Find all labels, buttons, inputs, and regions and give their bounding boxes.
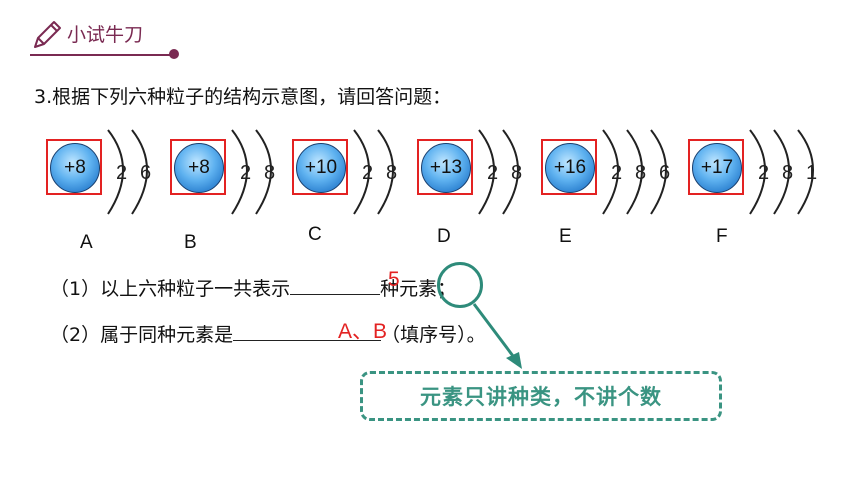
question-1-answer: 5 [388, 268, 400, 291]
question-2-suffix: （填序号）。 [381, 324, 486, 346]
nucleus: +10 [296, 143, 346, 193]
shell-arc [255, 129, 272, 215]
electron-count: 6 [140, 162, 152, 184]
atom-label: E [559, 226, 572, 247]
nucleus-highlight-box [170, 139, 226, 195]
question-2: （2）属于同种元素是 （填序号）。 [50, 320, 486, 347]
electron-shells [478, 129, 519, 215]
pencil-icon [34, 21, 61, 48]
nucleus: +16 [545, 143, 595, 193]
electron-count: 2 [487, 162, 499, 184]
shell-arc [626, 129, 643, 215]
question-text: 3.根据下列六种粒子的结构示意图，请回答问题： [34, 86, 452, 108]
question-2-prefix: （2）属于同种元素是 [50, 324, 234, 346]
shell-arc [231, 129, 248, 215]
nucleus: +13 [421, 143, 471, 193]
shell-arc [797, 129, 814, 215]
electron-count: 1 [806, 162, 818, 184]
electron-shells [231, 129, 272, 215]
header-title: 小试牛刀 [67, 24, 144, 46]
section-header: 小试牛刀 [30, 16, 180, 59]
nucleus: +8 [50, 143, 100, 193]
shell-arc [773, 129, 790, 215]
shell-arc [650, 129, 667, 215]
nucleus: +8 [174, 143, 224, 193]
shell-arc [107, 129, 124, 215]
electron-shells [353, 129, 394, 215]
question-2-blank[interactable] [233, 320, 382, 341]
electron-count: 8 [264, 162, 276, 184]
note-box: 元素只讲种类，不讲个数 [360, 371, 722, 421]
atom-label: D [437, 226, 451, 247]
shell-arc [749, 129, 766, 215]
shell-arc [502, 129, 519, 215]
nucleus-highlight-box [292, 139, 348, 195]
electron-count: 2 [611, 162, 623, 184]
electron-count: 8 [782, 162, 794, 184]
electron-count: 2 [116, 162, 128, 184]
electron-count: 8 [635, 162, 647, 184]
electron-count: 2 [240, 162, 252, 184]
electron-shells [107, 129, 148, 215]
electron-count: 8 [386, 162, 398, 184]
header-underline [30, 54, 172, 56]
electron-count: 8 [511, 162, 523, 184]
nucleus-highlight-box [417, 139, 473, 195]
shell-arc [353, 129, 370, 215]
header-dot [169, 49, 179, 59]
shell-arc [478, 129, 495, 215]
nucleus-highlight-box [688, 139, 744, 195]
atom-label: B [184, 232, 197, 253]
electron-shells [749, 129, 814, 215]
nucleus-highlight-box [541, 139, 597, 195]
shell-arc [131, 129, 148, 215]
atom-label: A [80, 232, 93, 253]
question-2-answer: A、B [338, 320, 388, 343]
atom-label: F [716, 226, 728, 247]
nucleus-highlight-box [46, 139, 102, 195]
electron-count: 2 [362, 162, 374, 184]
atom-label: C [308, 224, 322, 245]
highlight-circle [437, 262, 483, 308]
shell-arc [602, 129, 619, 215]
nucleus: +17 [692, 143, 742, 193]
electron-count: 2 [758, 162, 770, 184]
question-1-blank[interactable] [290, 274, 381, 295]
question-1-prefix: （1）以上六种粒子一共表示 [50, 278, 291, 300]
electron-count: 6 [659, 162, 671, 184]
electron-shells [602, 129, 667, 215]
shell-arc [377, 129, 394, 215]
